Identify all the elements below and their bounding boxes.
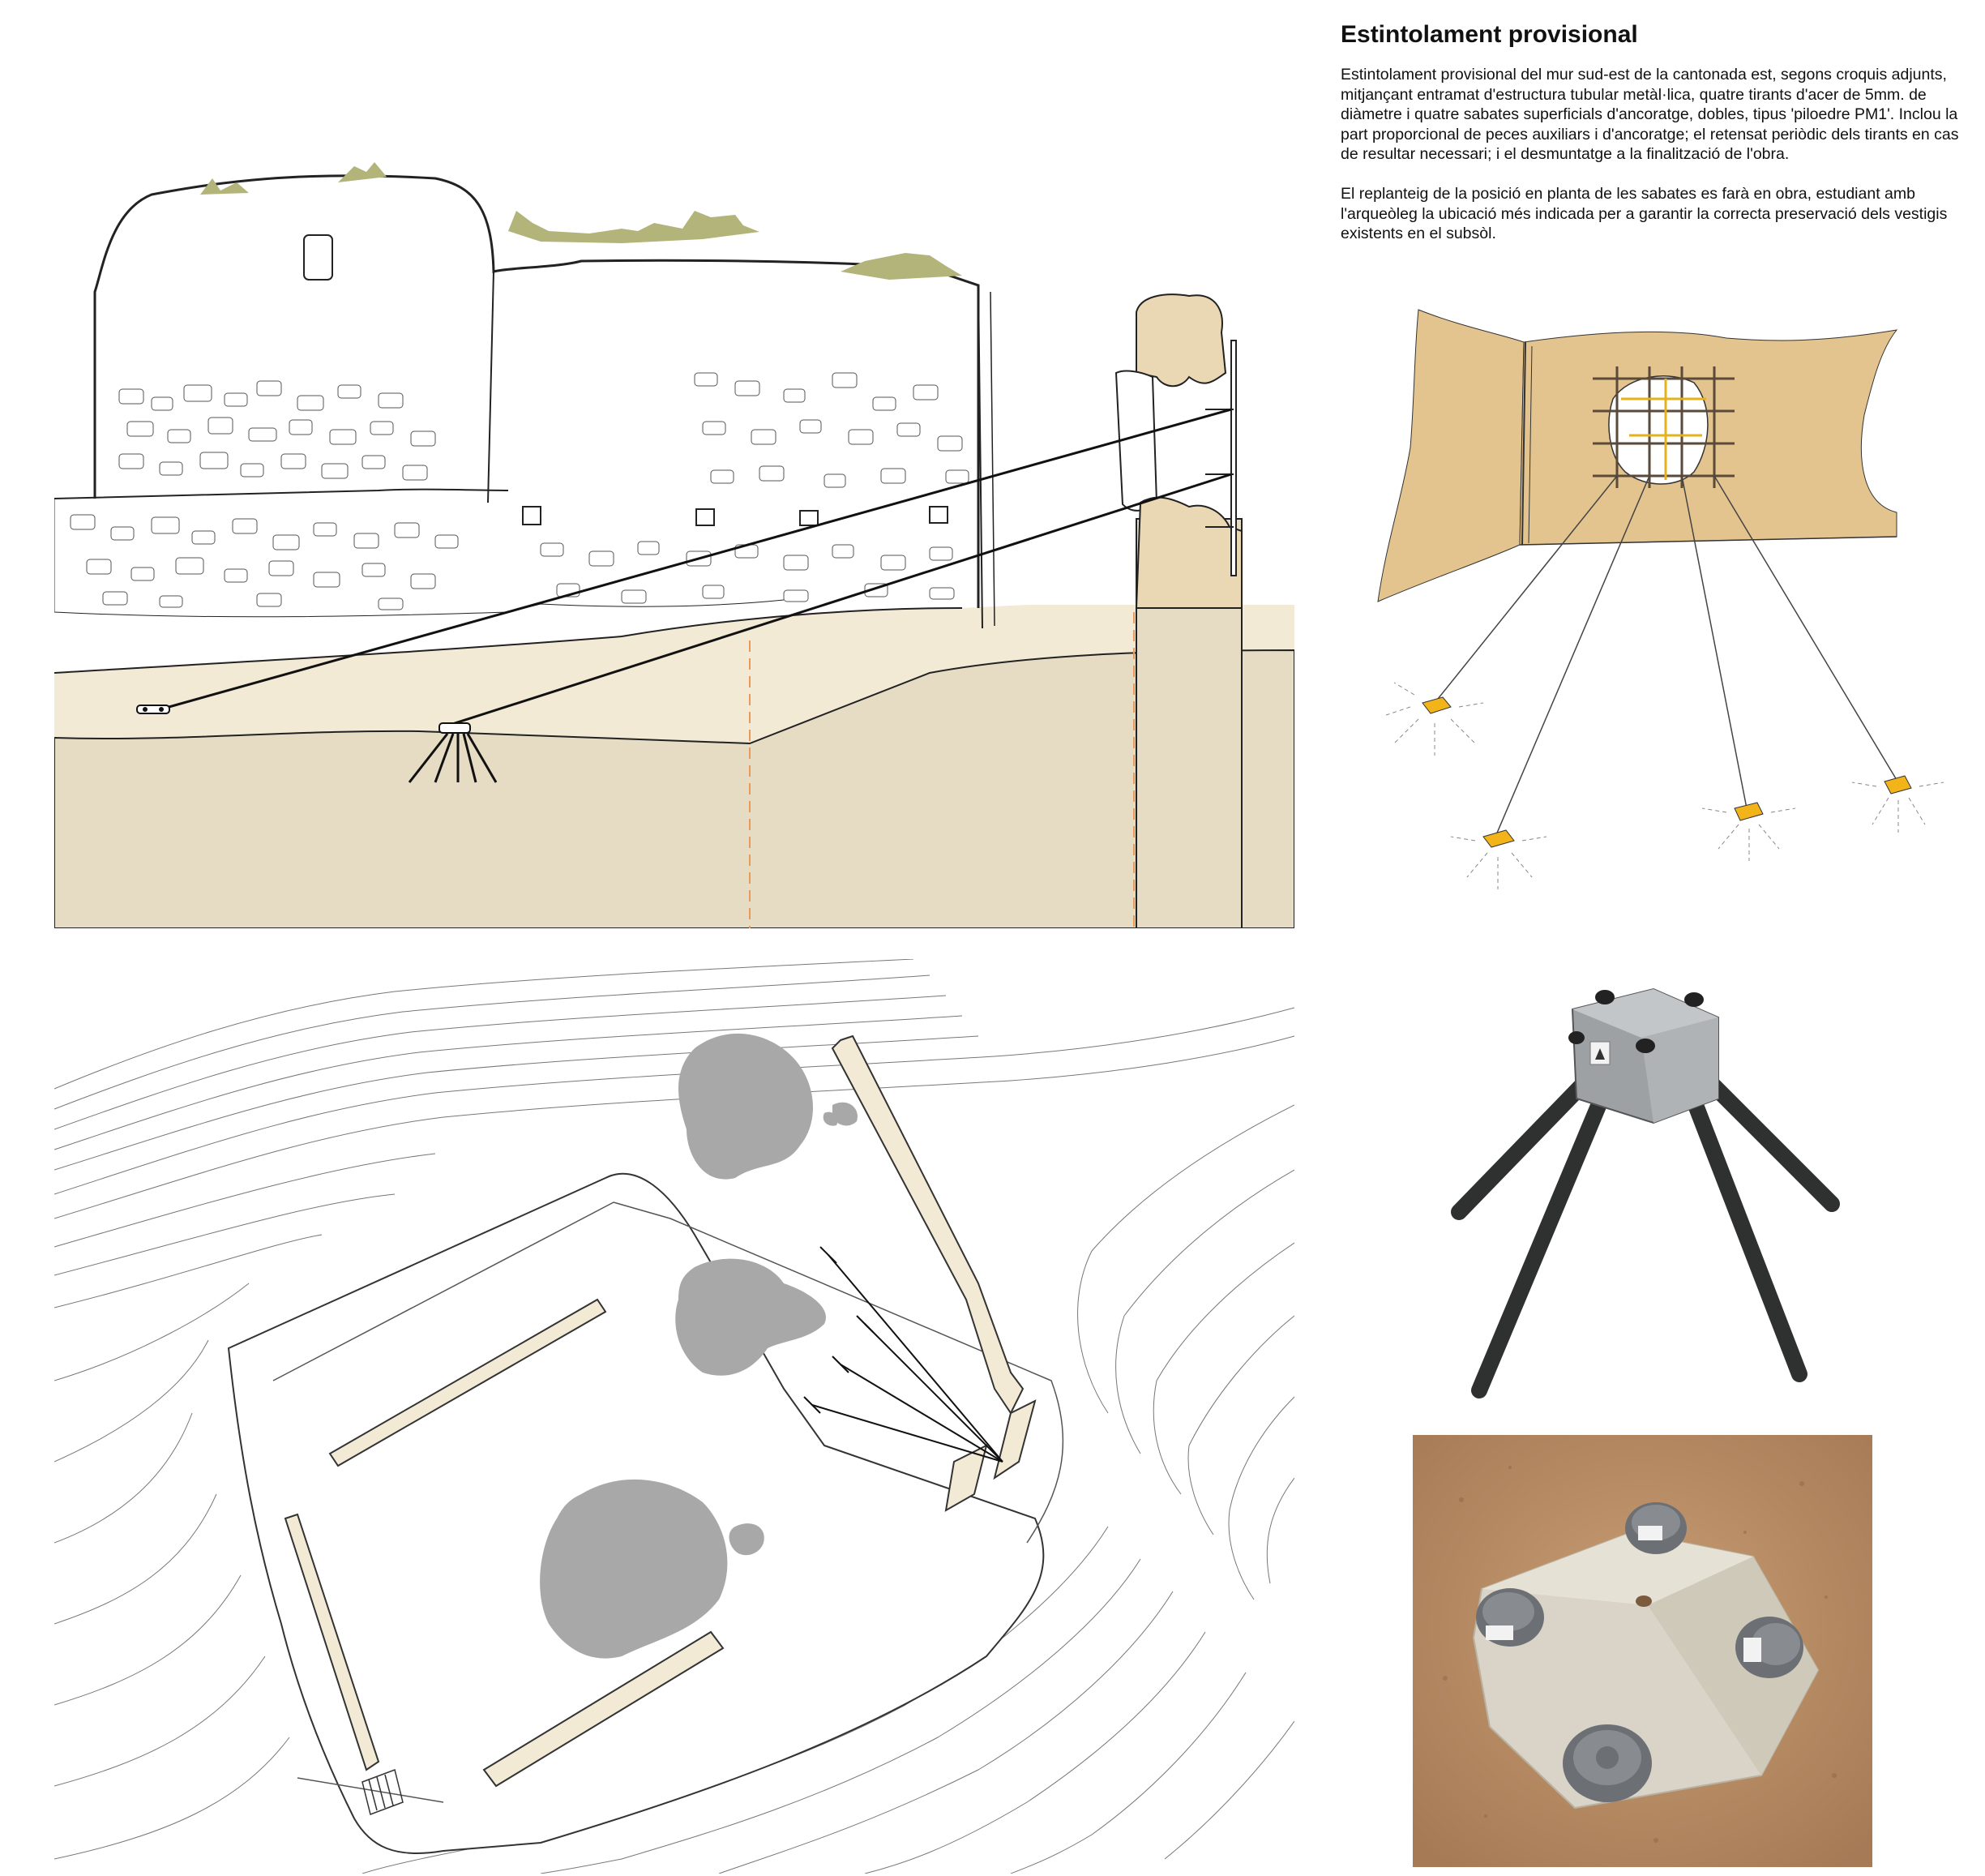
wall-segment — [328, 1298, 607, 1467]
tie-rods — [1434, 475, 1897, 837]
page-title: Estintolament provisional — [1341, 21, 1638, 48]
wall-opening — [303, 234, 333, 281]
tree-canopy — [832, 1102, 858, 1126]
site-plan — [54, 959, 1294, 1874]
masonry-texture — [70, 372, 969, 610]
piloedre-anchor-render — [1451, 987, 1840, 1398]
corner-pillar-stone — [1136, 293, 1227, 388]
wall-segment — [944, 1444, 988, 1512]
description-paragraph: El replanteig de la posició en planta de… — [1341, 184, 1948, 243]
anchor-cap — [1625, 1502, 1687, 1554]
tree-canopy — [675, 1258, 826, 1376]
tree-canopy — [540, 1479, 728, 1659]
wall-surface-right — [1519, 329, 1898, 546]
vegetation-patch — [338, 162, 387, 182]
description-paragraph: Estintolament provisional del mur sud-es… — [1341, 66, 1959, 164]
tree-canopy — [678, 1033, 814, 1180]
shoring-perspective-sketch — [1377, 309, 1944, 889]
wall-opening — [799, 510, 819, 526]
wall-opening — [1608, 375, 1709, 485]
wall-segment — [284, 1513, 380, 1771]
topographic-contours — [54, 959, 1294, 1874]
tubular-frame — [1593, 366, 1735, 488]
tree-canopy — [729, 1523, 764, 1556]
steel-tie-rod — [447, 473, 1232, 727]
wall-surface-left — [1377, 309, 1525, 602]
anchor-block — [1422, 696, 1912, 848]
anchor-leg — [1694, 1066, 1840, 1212]
anchor-cap — [1563, 1724, 1652, 1802]
anchor-leg — [1682, 1082, 1807, 1382]
wall-opening — [929, 506, 948, 524]
wall-segment — [482, 1630, 725, 1788]
steel-frame — [1230, 340, 1237, 576]
wall-segment — [993, 1399, 1037, 1480]
steel-tie-rod — [151, 408, 1232, 713]
anchor-leg — [1451, 1066, 1601, 1220]
vegetation-patch — [200, 178, 249, 195]
anchor-footing — [136, 705, 170, 714]
description: Estintolament provisional del mur sud-es… — [1341, 65, 1961, 263]
wall-elevation-section — [54, 162, 1294, 928]
wall-opening — [695, 508, 715, 526]
anchor-footing — [408, 722, 498, 783]
anchor-cap — [1476, 1588, 1544, 1647]
corner-pillar-stone — [1135, 496, 1243, 609]
wall-outline — [93, 174, 980, 608]
vegetation-patch — [841, 253, 962, 280]
tree-canopy — [823, 1111, 838, 1126]
wall-opening — [522, 506, 541, 525]
stairs — [361, 1769, 404, 1815]
tie-rods-plan — [803, 1246, 1003, 1463]
wall-segment — [831, 1034, 1025, 1415]
anchor-cap — [1735, 1617, 1803, 1678]
vegetation-patch — [508, 211, 759, 243]
anchor-leg — [1471, 1082, 1613, 1398]
installed-anchor-photo — [1413, 1435, 1872, 1867]
